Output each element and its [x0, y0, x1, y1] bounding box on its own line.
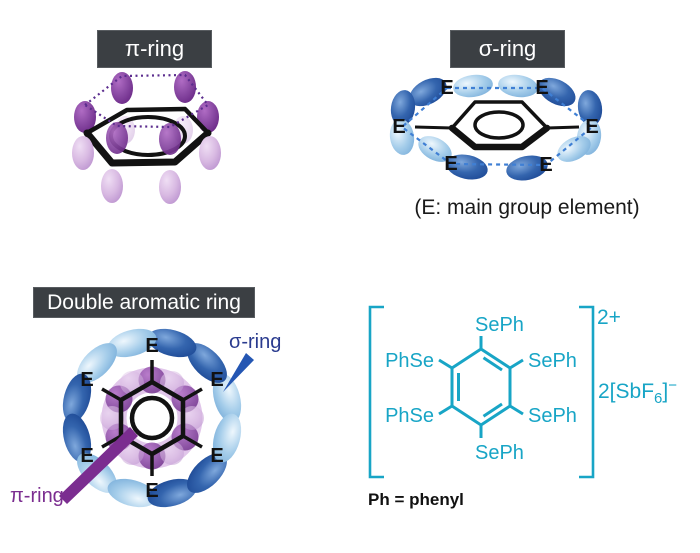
sigma-dashed-hexagon [400, 86, 594, 167]
pi-upper-lobes-front [106, 122, 181, 155]
counterion-close: ] [662, 380, 668, 403]
substituent-bottom-right: SePh [528, 405, 577, 427]
substituent-top: SePh [475, 314, 524, 336]
double-ring-title-box: Double aromatic ring [33, 287, 255, 318]
counterion-prefix: 2[SbF [598, 380, 654, 403]
counterion-charge: − [668, 377, 677, 394]
sigma-e-top-left: E [440, 77, 453, 99]
pi-annotation-wedge [59, 427, 138, 504]
sigma-annotation-wedge [223, 353, 254, 392]
substituent-bottom: SePh [475, 442, 524, 464]
double-e-upper-left: E [80, 369, 93, 391]
double-e-lower-left: E [80, 445, 93, 467]
double-benzene-ring [101, 360, 203, 476]
counterion: 2[SbF6]− [598, 377, 677, 407]
double-e-bottom: E [145, 480, 158, 502]
sigma-ring-caption: (E: main group element) [414, 196, 640, 219]
substituent-top-left: PhSe [385, 350, 434, 372]
sigma-ring-title: σ-ring [478, 36, 537, 61]
counterion-subscript: 6 [654, 390, 662, 407]
charge-superscript: 2+ [597, 306, 621, 329]
double-ring-title: Double aromatic ring [47, 290, 241, 314]
sigma-e-left: E [392, 116, 405, 138]
sigma-e-right: E [585, 116, 598, 138]
double-e-lower-right: E [210, 445, 223, 467]
sigma-ring-title-box: σ-ring [450, 30, 565, 68]
sigma-ring-annotation: σ-ring [229, 331, 282, 353]
pi-ring-title-box: π-ring [97, 30, 212, 68]
double-sigma-lobes [62, 328, 242, 508]
structure-benzene [438, 336, 524, 438]
chemical-structure: SePh SePh SePh SePh PhSe PhSe 2+ 2[SbF6]… [368, 305, 677, 479]
double-e-top: E [145, 335, 158, 357]
pi-ring-title: π-ring [124, 36, 185, 61]
sigma-benzene-ring [414, 100, 580, 151]
double-ring-diagram: E E E E E E [59, 328, 254, 508]
substituent-top-right: SePh [528, 350, 577, 372]
structure-footnote: Ph = phenyl [368, 490, 464, 509]
sigma-e-top-right: E [535, 77, 548, 99]
pi-ring-annotation: π-ring [10, 485, 64, 507]
sigma-e-bottom-left: E [444, 153, 457, 175]
sigma-orbital-lobes [389, 74, 603, 181]
pi-lower-lobes [72, 136, 221, 204]
substituent-bottom-left: PhSe [385, 405, 434, 427]
sigma-e-bottom-right: E [539, 154, 552, 176]
pi-ring-diagram [72, 71, 221, 204]
sigma-ring-diagram: E E E E E E [389, 74, 603, 181]
pi-benzene-ring [83, 106, 212, 167]
structure-brackets [368, 305, 595, 479]
double-e-upper-right: E [210, 369, 223, 391]
